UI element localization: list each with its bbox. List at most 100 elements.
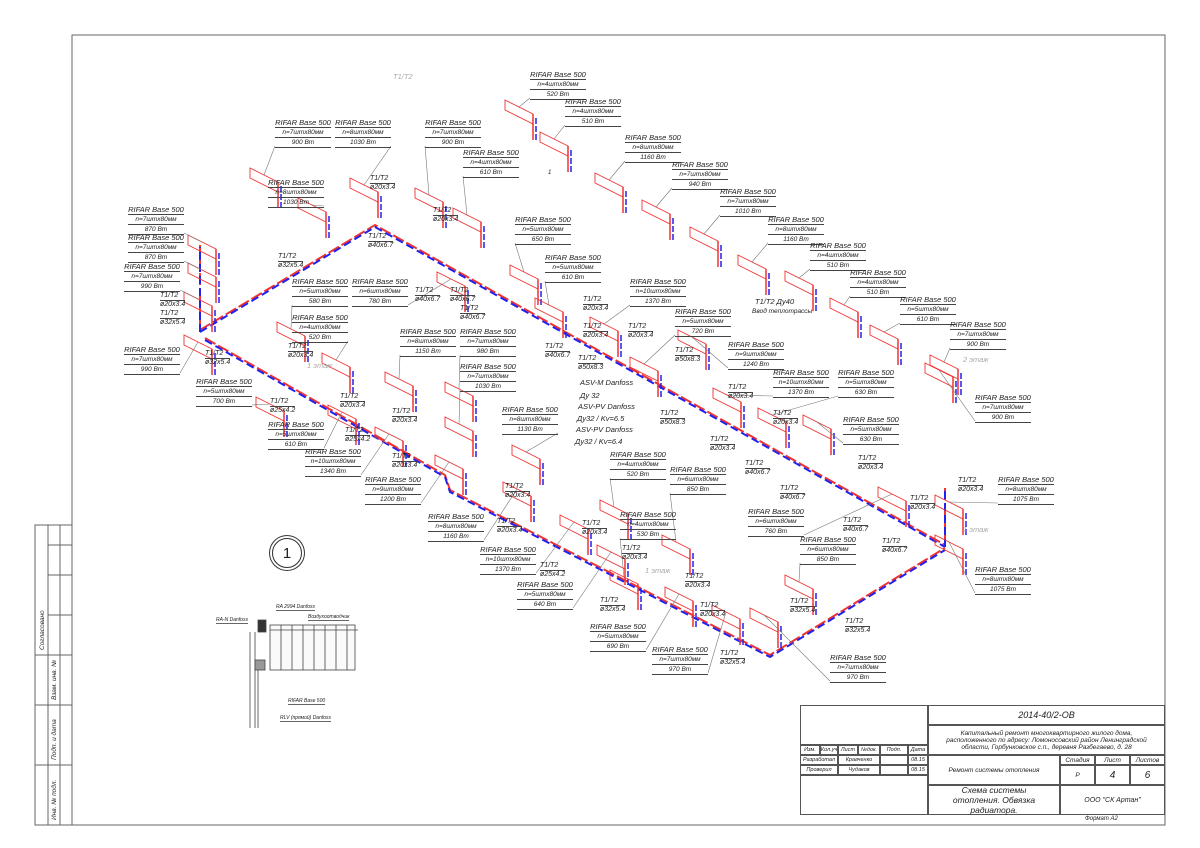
radiator-sections: n=10штх80мм (305, 457, 361, 467)
leader-line (483, 488, 518, 541)
radiator-power: 780 Вт (352, 297, 408, 307)
radiator-model: RIFAR Base 500 (652, 645, 708, 655)
radiator-model: RIFAR Base 500 (128, 233, 184, 243)
pipe-size: ø32x5.4 (845, 627, 871, 634)
checked-role: Проверил (800, 765, 838, 775)
detail-label: RA-N Danfoss (216, 617, 248, 624)
format-label: Формат А2 (1085, 816, 1118, 822)
header-cell: Дата (908, 745, 928, 755)
supply-pipe-t1 (204, 337, 946, 657)
radiator-sections: n=8штх80мм (335, 128, 391, 138)
radiator-symbol (609, 569, 642, 612)
valve-label: Ду 32 (580, 391, 600, 400)
detail-callout-number: 1 (548, 170, 552, 176)
pipe-system: T1/T2 (505, 483, 531, 492)
radiator-symbol (276, 321, 309, 364)
pipe-size: ø20x3.4 (392, 417, 418, 424)
company-name: ООО "СК Артан" (1060, 785, 1165, 815)
pipe-size: ø20x3.4 (505, 492, 531, 499)
pipe-size: ø50x8.3 (675, 356, 701, 363)
radiator-symbol (511, 444, 544, 487)
pipe-system: T1/T2 (288, 343, 314, 352)
radiator-model: RIFAR Base 500 (670, 465, 726, 475)
radiator-power: 530 Вт (620, 530, 676, 540)
sheet-frame (34, 34, 1166, 826)
radiator-power: 870 Вт (128, 225, 184, 235)
leader-line (572, 551, 612, 609)
pipe-network (199, 223, 946, 659)
radiator-model: RIFAR Base 500 (268, 420, 324, 430)
leader-line (609, 477, 615, 508)
radiator-sections: n=4штх80мм (530, 80, 586, 90)
radiator-power: 900 Вт (975, 413, 1031, 423)
pipe-system: T1/T2 (205, 350, 231, 359)
radiator-symbol (869, 324, 902, 367)
radiator-power: 610 Вт (268, 440, 324, 450)
radiator-model: RIFAR Base 500 (275, 118, 331, 128)
radiator-model: RIFAR Base 500 (830, 653, 886, 663)
radiator-sections: n=7штх80мм (950, 330, 1006, 340)
pipe-size: ø20x3.4 (497, 527, 523, 534)
leader-line (518, 97, 531, 108)
radiator-sections: n=7штх80мм (460, 337, 516, 347)
radiator-power: 990 Вт (124, 365, 180, 375)
pipe-size: ø25x4.2 (270, 407, 296, 414)
pipe-system: T1/T2 (270, 398, 296, 407)
radiator-sections: n=5штх80мм (545, 263, 601, 273)
radiator-model: RIFAR Base 500 (515, 215, 571, 225)
valve-label: ASV-PV Danfoss (578, 402, 635, 411)
radiator-sections: n=5штх80мм (268, 430, 324, 440)
leader-line (311, 204, 325, 207)
pipe-size: ø20x3.4 (700, 611, 726, 618)
radiator-model: RIFAR Base 500 (590, 622, 646, 632)
radiator-symbol (877, 486, 910, 529)
radiator-model: RIFAR Base 500 (810, 241, 866, 251)
radiator-symbol (321, 352, 354, 395)
stamp-label: Подп. и дата (51, 719, 58, 760)
pipe-system: T1/T2 (660, 410, 686, 419)
radiator-symbol (183, 291, 216, 334)
radiator-sections: n=7штх80мм (720, 197, 776, 207)
pipe-size: ø20x3.4 (582, 529, 608, 536)
radiator-power: 520 Вт (292, 333, 348, 343)
radiator-model: RIFAR Base 500 (305, 447, 361, 457)
radiator-power: 990 Вт (124, 282, 180, 292)
radiator-model: RIFAR Base 500 (672, 160, 728, 170)
radiator-symbol (349, 177, 382, 220)
leader-line (751, 242, 769, 263)
radiator-sections: n=7штх80мм (830, 663, 886, 673)
radiator-power: 850 Вт (800, 555, 856, 565)
radiator-sections: n=6штх80мм (670, 475, 726, 485)
radiator-sections: n=5штх80мм (196, 387, 252, 397)
leader-line (707, 611, 727, 674)
pipe-system: T1/T2 (160, 292, 186, 301)
leader-line (251, 403, 271, 406)
pipe-size: ø25x4.2 (540, 571, 566, 578)
radiator-model: RIFAR Base 500 (292, 313, 348, 323)
leader-line (183, 232, 203, 243)
pipe-system: T1/T2 (415, 287, 441, 296)
detail-mark-circle: 1 (272, 538, 302, 568)
pipe-size: ø20x3.4 (773, 419, 799, 426)
radiator-model: RIFAR Base 500 (975, 393, 1031, 403)
leader-line (608, 160, 626, 181)
